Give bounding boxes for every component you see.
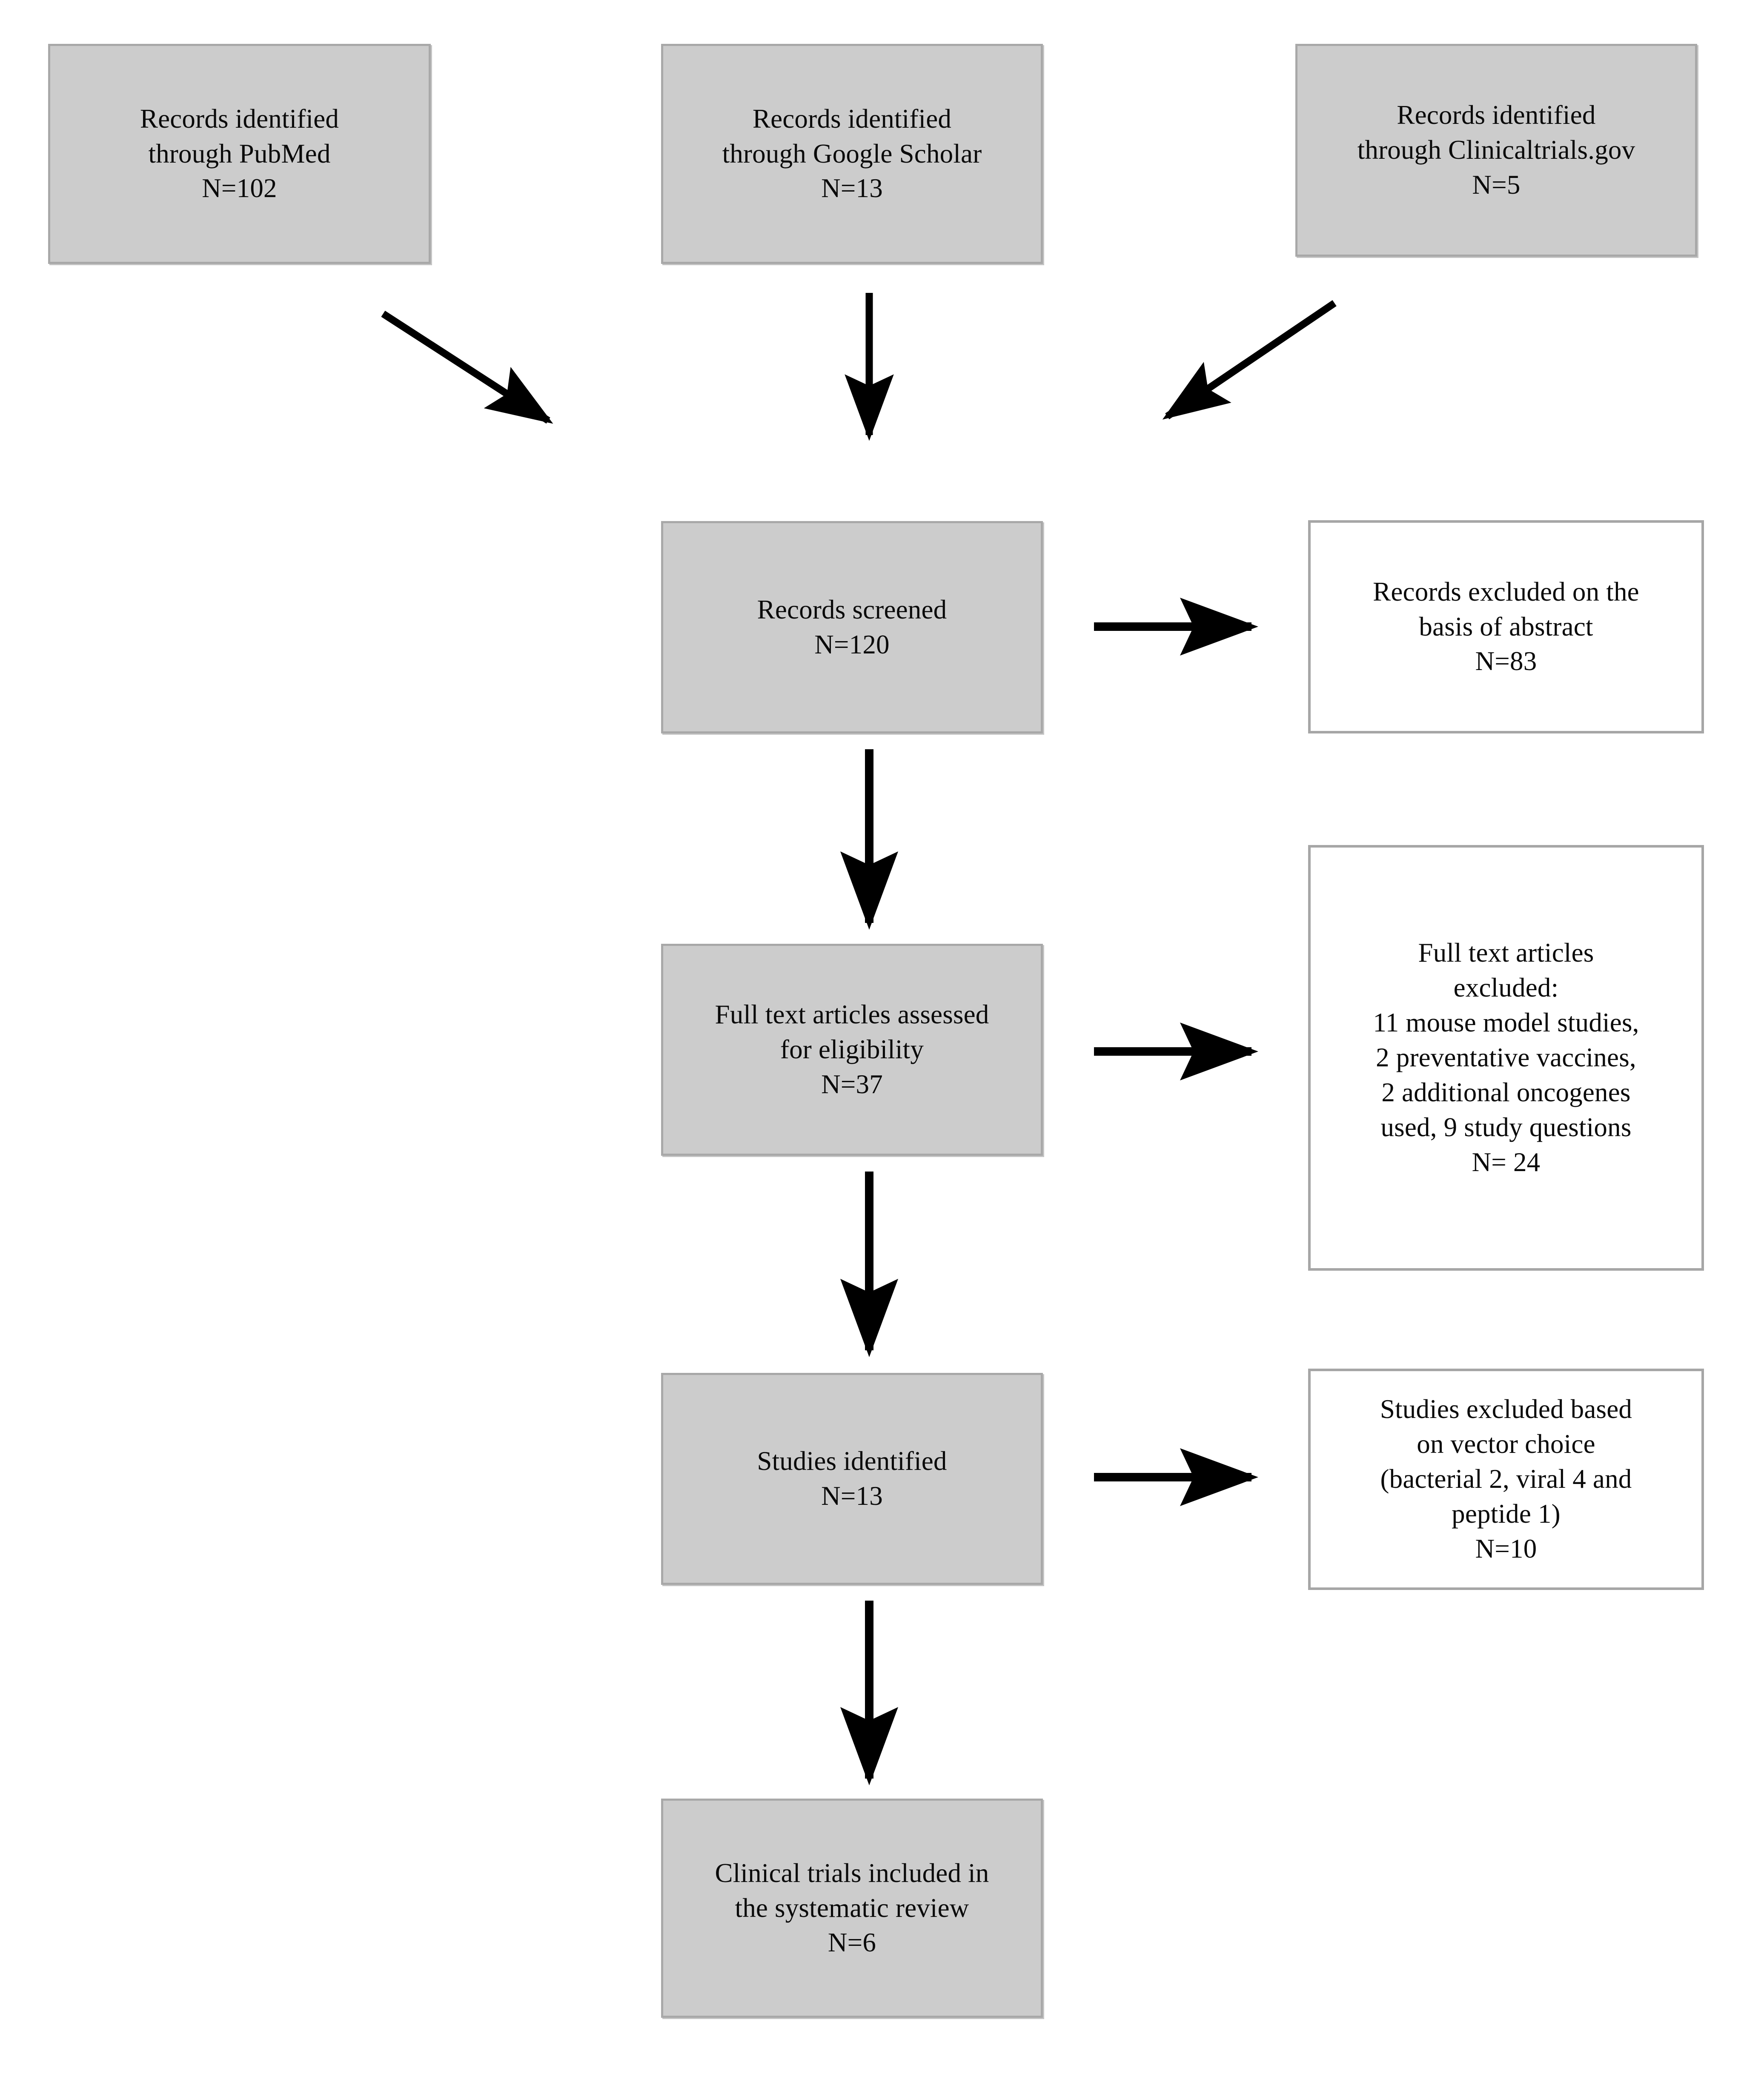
node-line: Records screened	[757, 594, 947, 624]
node-line: on vector choice	[1417, 1429, 1595, 1459]
node-fulltext-assessed: Full text articles assessed for eligibil…	[661, 944, 1043, 1156]
node-line: basis of abstract	[1419, 611, 1593, 642]
node-line: 11 mouse model studies,	[1373, 1008, 1639, 1038]
node-studies-identified: Studies identified N=13	[661, 1373, 1043, 1585]
node-line: peptide 1)	[1452, 1498, 1561, 1529]
node-line: Studies excluded based	[1380, 1394, 1632, 1424]
node-count: N=102	[202, 173, 277, 203]
node-fulltext-excluded: Full text articles excluded: 11 mouse mo…	[1308, 845, 1704, 1271]
node-count: N= 24	[1472, 1147, 1541, 1177]
node-records-identified-clinicaltrials: Records identified through Clinicaltrial…	[1295, 44, 1697, 257]
node-line: Full text articles assessed	[715, 1000, 989, 1030]
arrow-clinicaltrials-to-screened	[1162, 300, 1337, 420]
node-line: Clinical trials included in	[715, 1858, 989, 1888]
node-count: N=120	[814, 629, 890, 659]
node-count: N=83	[1475, 646, 1537, 676]
node-line: Studies identified	[757, 1446, 947, 1476]
node-line: through Clinicaltrials.gov	[1357, 135, 1635, 165]
node-records-identified-pubmed: Records identified through PubMed N=102	[48, 44, 431, 264]
node-line: through Google Scholar	[722, 138, 982, 169]
node-line: 2 additional oncogenes	[1381, 1077, 1631, 1107]
node-records-identified-google-scholar: Records identified through Google Schola…	[661, 44, 1043, 264]
arrow-pubmed-to-screened	[381, 310, 553, 424]
node-line: Records identified	[752, 103, 952, 134]
node-count: N=10	[1475, 1533, 1537, 1564]
node-line: (bacterial 2, viral 4 and	[1380, 1464, 1632, 1494]
node-count: N=13	[821, 173, 883, 203]
node-line: used, 9 study questions	[1380, 1112, 1632, 1142]
node-line: 2 preventative vaccines,	[1376, 1043, 1636, 1073]
node-line: Full text articles	[1418, 938, 1594, 968]
node-studies-excluded: Studies excluded based on vector choice …	[1308, 1369, 1704, 1590]
node-line: through PubMed	[148, 138, 331, 169]
node-line: Records identified	[140, 103, 339, 134]
node-line: the systematic review	[735, 1893, 969, 1923]
node-line: excluded:	[1453, 973, 1559, 1003]
node-line: Records identified	[1397, 100, 1596, 130]
node-count: N=5	[1472, 169, 1521, 200]
node-line: Records excluded on the	[1373, 576, 1639, 607]
node-count: N=13	[821, 1481, 883, 1511]
node-line: for eligibility	[780, 1034, 924, 1065]
node-count: N=37	[821, 1069, 883, 1099]
node-count: N=6	[828, 1928, 876, 1958]
node-records-screened: Records screened N=120	[661, 521, 1043, 733]
node-clinical-trials-included: Clinical trials included in the systemat…	[661, 1799, 1043, 2018]
node-records-excluded: Records excluded on the basis of abstrac…	[1308, 520, 1704, 733]
